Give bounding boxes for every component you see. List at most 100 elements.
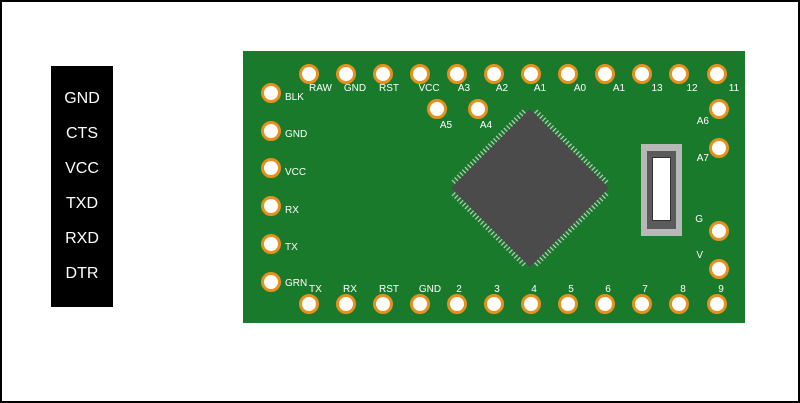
- pin-bottom-9[interactable]: [707, 294, 727, 314]
- chip-leg: [454, 176, 459, 182]
- label-top-a2: A2: [495, 83, 509, 94]
- chip-leg: [451, 192, 456, 197]
- label-left-blk: BLK: [285, 92, 304, 103]
- pin-bottom-6[interactable]: [595, 294, 615, 314]
- chip-leg: [503, 127, 508, 133]
- chip-leg: [580, 156, 586, 161]
- chip-leg: [565, 230, 570, 236]
- pin-bottom-8[interactable]: [669, 294, 689, 314]
- pin-top-a0[interactable]: [558, 64, 578, 84]
- ftdi-label-rxd: RXD: [65, 230, 99, 247]
- chip-leg: [467, 164, 472, 169]
- chip-leg: [562, 138, 567, 143]
- chip-leg: [493, 233, 498, 238]
- pin-right-a7[interactable]: [709, 138, 729, 158]
- chip-leg: [506, 125, 511, 130]
- label-top-vcc: VCC: [418, 83, 440, 94]
- chip-leg: [536, 259, 542, 264]
- pin-bottom-4[interactable]: [521, 294, 541, 314]
- pin-bottom-2[interactable]: [447, 294, 467, 314]
- chip-leg: [482, 148, 488, 153]
- chip-leg: [521, 109, 526, 114]
- pin-top-12[interactable]: [669, 64, 689, 84]
- chip-leg: [485, 145, 490, 151]
- chip-leg: [451, 179, 456, 184]
- chip-leg: [554, 130, 560, 135]
- label-top-a1b: A1: [612, 83, 626, 94]
- chip-leg: [516, 256, 521, 262]
- chip-leg: [485, 225, 490, 231]
- pin-bottom-3[interactable]: [484, 294, 504, 314]
- pin-inner-a4[interactable]: [468, 99, 488, 119]
- pin-inner-a5[interactable]: [427, 99, 447, 119]
- chip-legs: [451, 109, 609, 267]
- pin-right-g[interactable]: [709, 221, 729, 241]
- pin-bottom-rst[interactable]: [373, 294, 393, 314]
- pin-top-vcc[interactable]: [410, 64, 430, 84]
- pin-bottom-7[interactable]: [632, 294, 652, 314]
- pin-bottom-tx[interactable]: [299, 294, 319, 314]
- chip-leg: [575, 220, 580, 225]
- pin-left-tx[interactable]: [261, 234, 281, 254]
- label-right-g: G: [695, 214, 703, 225]
- chip-leg: [570, 225, 575, 231]
- chip-leg: [596, 171, 601, 177]
- pin-left-gnd[interactable]: [261, 121, 281, 141]
- chip-leg: [461, 169, 467, 174]
- ftdi-header: GND CTS VCC TXD RXD DTR: [51, 66, 113, 307]
- pin-left-vcc[interactable]: [261, 158, 281, 178]
- chip-leg: [503, 243, 508, 249]
- chip-leg: [467, 207, 472, 212]
- pin-top-a1b[interactable]: [595, 64, 615, 84]
- pin-top-rst[interactable]: [373, 64, 393, 84]
- label-bottom-rx: RX: [343, 284, 357, 295]
- chip-leg: [604, 192, 609, 197]
- chip-leg: [588, 207, 593, 212]
- chip-leg: [575, 151, 580, 156]
- chip-leg: [559, 135, 565, 140]
- pin-right-a6[interactable]: [709, 99, 729, 119]
- pin-right-v[interactable]: [709, 259, 729, 279]
- pin-top-a2[interactable]: [484, 64, 504, 84]
- label-top-gnd: GND: [343, 83, 367, 94]
- pin-top-gnd[interactable]: [336, 64, 356, 84]
- pin-top-11[interactable]: [707, 64, 727, 84]
- chip-leg: [480, 220, 485, 225]
- chip-leg: [534, 262, 539, 267]
- pin-top-raw[interactable]: [299, 64, 319, 84]
- label-top-13: 13: [651, 83, 663, 94]
- label-left-tx: TX: [285, 242, 298, 253]
- chip-leg: [474, 215, 480, 220]
- pin-left-blk[interactable]: [261, 83, 281, 103]
- chip-leg: [464, 205, 469, 210]
- pin-top-a1[interactable]: [521, 64, 541, 84]
- chip-leg: [539, 256, 544, 262]
- pin-bottom-5[interactable]: [558, 294, 578, 314]
- chip-leg: [506, 246, 511, 251]
- pin-left-rx[interactable]: [261, 196, 281, 216]
- chip-leg: [498, 238, 503, 244]
- chip-leg: [541, 117, 547, 122]
- chip-leg: [541, 254, 547, 259]
- chip-leg: [490, 140, 495, 146]
- chip-leg: [554, 241, 560, 246]
- label-bottom-8: 8: [680, 284, 686, 295]
- chip-leg: [591, 166, 596, 171]
- pin-left-grn[interactable]: [261, 272, 281, 292]
- label-bottom-6: 6: [605, 284, 611, 295]
- microcontroller-chip: [451, 109, 609, 267]
- label-bottom-5: 5: [568, 284, 574, 295]
- chip-leg: [495, 135, 501, 140]
- chip-leg: [472, 158, 477, 164]
- pin-top-a3[interactable]: [447, 64, 467, 84]
- label-bottom-gnd: GND: [418, 284, 442, 295]
- ftdi-label-dtr: DTR: [65, 265, 99, 282]
- pin-bottom-gnd[interactable]: [410, 294, 430, 314]
- pin-top-13[interactable]: [632, 64, 652, 84]
- chip-leg: [552, 127, 557, 133]
- chip-leg: [495, 236, 501, 241]
- chip-leg: [604, 179, 609, 184]
- pin-bottom-rx[interactable]: [336, 294, 356, 314]
- chip-leg: [516, 114, 521, 120]
- label-bottom-rst: RST: [379, 284, 399, 295]
